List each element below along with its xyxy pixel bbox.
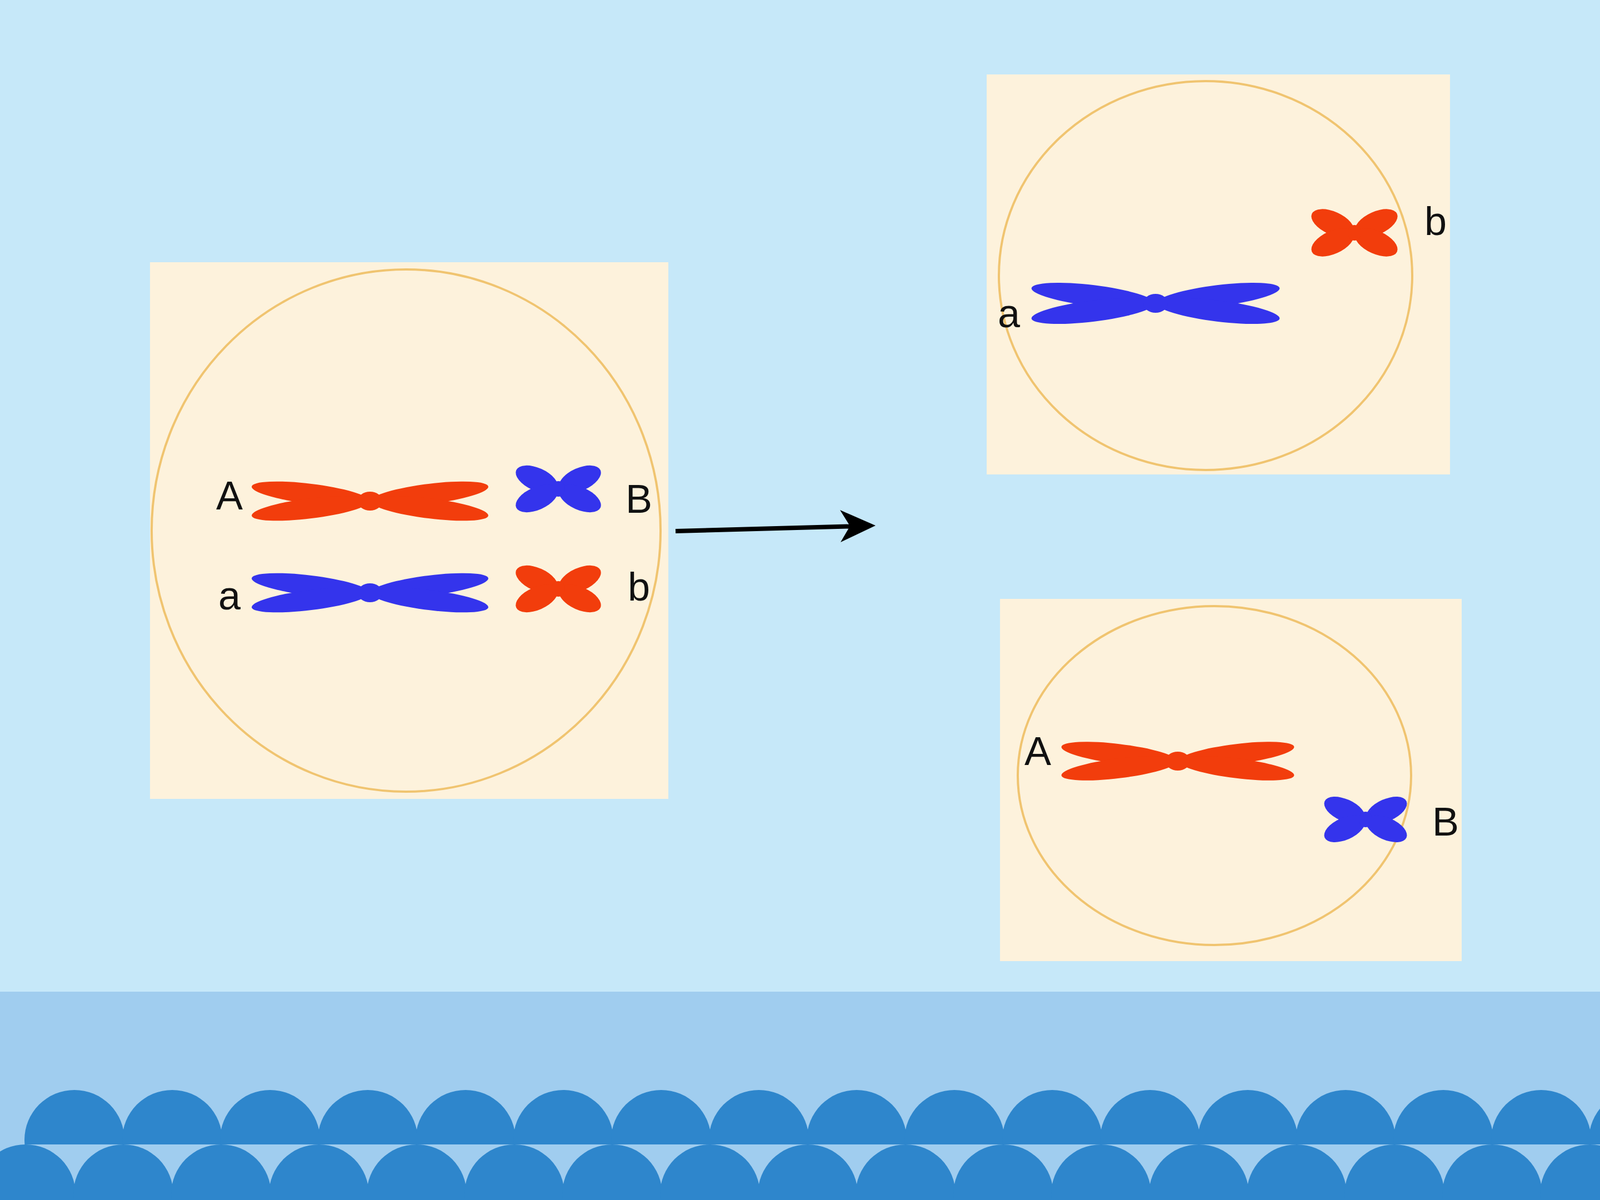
allele-label: A [1024, 731, 1052, 772]
allele-label: B [625, 478, 653, 519]
chromosome [1060, 737, 1295, 786]
cell-drawing [1000, 598, 1462, 962]
allele-label: b [1424, 201, 1447, 242]
allele-label: B [1432, 801, 1459, 842]
chromosome [1307, 203, 1402, 263]
chromosome [1320, 791, 1411, 848]
allele-label: A [216, 475, 243, 516]
cell-membrane [998, 81, 1413, 470]
cell-drawing [150, 262, 669, 799]
allele-label: b [627, 566, 650, 607]
cell-membrane [1017, 606, 1412, 945]
scallop-pattern [0, 1090, 1600, 1200]
cell: ba [986, 74, 1450, 475]
chromosome [511, 460, 605, 519]
cell: A Ba b [150, 262, 669, 799]
chromosome [1030, 277, 1281, 329]
cell: AB [1000, 598, 1462, 962]
cell-drawing [986, 74, 1450, 475]
chromosome [250, 568, 490, 618]
chromosome [511, 560, 605, 619]
allele-label: a [997, 293, 1020, 334]
chromosome [250, 476, 490, 526]
division-arrow [675, 510, 876, 543]
allele-label: a [218, 575, 241, 616]
cell-membrane [151, 269, 661, 792]
